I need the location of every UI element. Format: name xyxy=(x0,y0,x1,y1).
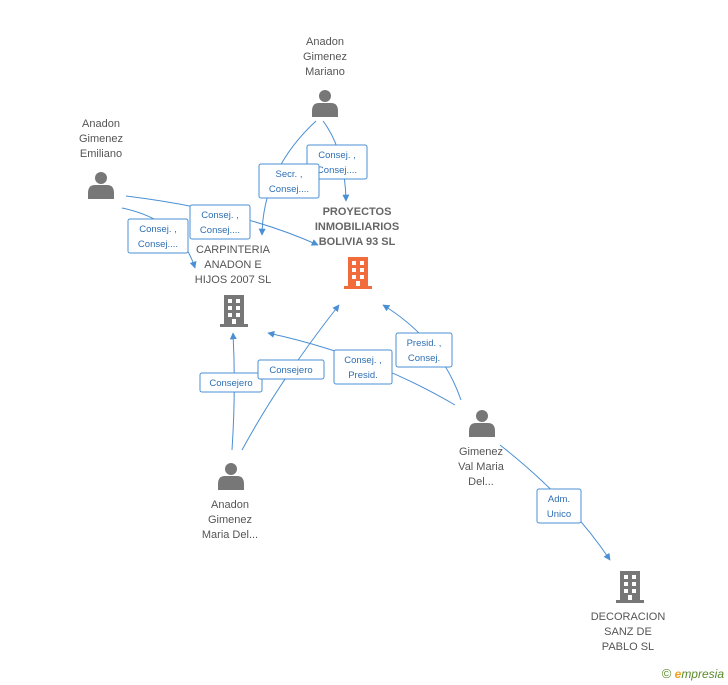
node-label-line-2: Gimenez xyxy=(303,51,347,63)
edge-label-mariano-proyectos: Consej. , Consej.... xyxy=(306,144,368,180)
node-label-line-2: Val Maria xyxy=(458,461,505,473)
person-icon xyxy=(88,172,114,199)
node-label-line-1: Anadon xyxy=(306,36,344,48)
edge-label-valmaria-carpinteria: Consej. , Presid. xyxy=(333,349,393,385)
edge-label-line-2: Consej.... xyxy=(200,225,240,236)
edge-label-valmaria-decoracion: Adm. Unico xyxy=(536,488,582,524)
node-label-line-1: CARPINTERIA xyxy=(196,244,271,256)
node-company-decoracion[interactable]: DECORACION SANZ DE PABLO SL xyxy=(591,571,666,653)
building-icon xyxy=(220,295,248,327)
edge-label-line-1: Secr. , xyxy=(276,169,303,180)
node-label-line-1: Anadon xyxy=(211,499,249,511)
node-label-line-3: Emiliano xyxy=(80,148,122,160)
node-person-val-maria[interactable]: Gimenez Val Maria Del... xyxy=(458,410,505,488)
node-label-line-3: Maria Del... xyxy=(202,529,258,541)
copyright-symbol: © xyxy=(661,666,672,681)
node-label-line-2: INMOBILIARIOS xyxy=(315,221,399,233)
node-label-line-3: Del... xyxy=(468,476,494,488)
person-icon xyxy=(218,463,244,490)
person-icon xyxy=(469,410,495,437)
edge-label-line-1: Consejero xyxy=(269,365,312,376)
node-label-line-2: Gimenez xyxy=(208,514,252,526)
edge-label-emiliano-carpinteria: Consej. , Consej.... xyxy=(127,218,189,254)
brand-name: empresia xyxy=(674,667,724,681)
node-label-line-3: PABLO SL xyxy=(602,641,654,653)
node-label-line-3: HIJOS 2007 SL xyxy=(195,274,271,286)
edge-label-line-2: Consej. xyxy=(408,353,440,364)
edge-label-line-1: Consejero xyxy=(209,378,252,389)
edge-label-valmaria-proyectos: Presid. , Consej. xyxy=(395,332,453,368)
edge-label-line-2: Unico xyxy=(547,509,571,520)
node-person-mariano[interactable]: Anadon Gimenez Mariano xyxy=(303,36,347,117)
node-person-maria-del[interactable]: Anadon Gimenez Maria Del... xyxy=(202,463,258,541)
node-label-line-1: PROYECTOS xyxy=(323,206,392,218)
edge-label-line-1: Presid. , xyxy=(407,338,442,349)
edge-label-emiliano-proyectos: Consej. , Consej.... xyxy=(189,204,251,240)
edge-label-line-2: Consej.... xyxy=(138,239,178,250)
empresia-watermark: © empresia xyxy=(662,666,724,681)
edge-label-line-2: Consej.... xyxy=(269,184,309,195)
edge-label-line-1: Consej. , xyxy=(344,355,382,366)
edge-label-line-1: Consej. , xyxy=(201,210,239,221)
node-company-carpinteria[interactable]: CARPINTERIA ANADON E HIJOS 2007 SL xyxy=(195,244,271,327)
node-label-line-3: Mariano xyxy=(305,66,345,78)
edge-label-mariano-carpinteria: Secr. , Consej.... xyxy=(258,163,320,199)
node-label-line-3: BOLIVIA 93 SL xyxy=(319,236,396,248)
node-label-line-2: ANADON E xyxy=(204,259,261,271)
building-icon xyxy=(344,257,372,289)
edge-label-line-1: Consej. , xyxy=(139,224,177,235)
node-label-line-1: Anadon xyxy=(82,118,120,130)
building-icon xyxy=(616,571,644,603)
node-label-line-1: DECORACION xyxy=(591,611,666,623)
edge-label-line-1: Adm. xyxy=(548,494,570,505)
person-icon xyxy=(312,90,338,117)
edge-label-line-1: Consej. , xyxy=(318,150,356,161)
edge-label-line-2: Consej.... xyxy=(317,165,357,176)
edge-label-mariadel-carpinteria: Consejero xyxy=(199,372,263,393)
node-label-line-1: Gimenez xyxy=(459,446,503,458)
node-label-line-2: SANZ DE xyxy=(604,626,652,638)
node-company-proyectos[interactable]: PROYECTOS INMOBILIARIOS BOLIVIA 93 SL xyxy=(315,206,399,289)
edge-label-mariadel-proyectos: Consejero xyxy=(257,359,325,380)
node-person-emiliano[interactable]: Anadon Gimenez Emiliano xyxy=(79,118,123,199)
node-label-line-2: Gimenez xyxy=(79,133,123,145)
edge-label-line-2: Presid. xyxy=(348,370,378,381)
